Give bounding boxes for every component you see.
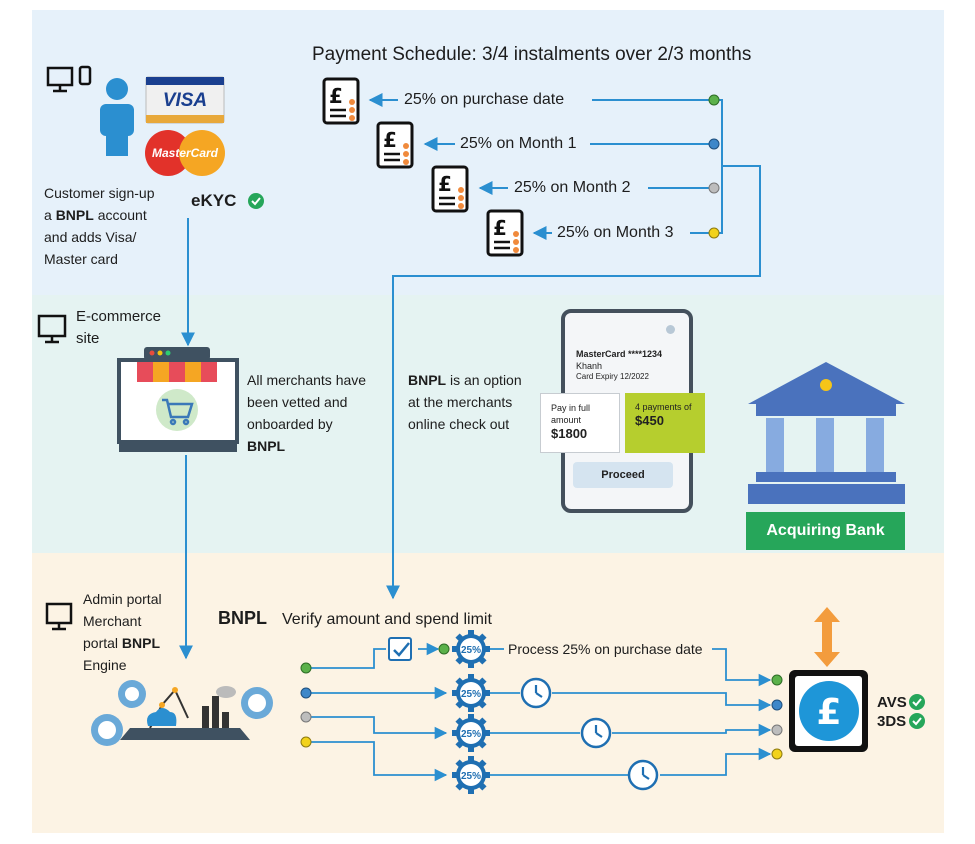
flow-dot-grey-start — [300, 711, 312, 723]
schedule-dot-blue — [708, 138, 720, 150]
flow-dot-green-end — [771, 674, 783, 686]
instalment-label: 4 payments of — [635, 402, 692, 412]
gear-badge-icon-4: 25% — [452, 756, 490, 794]
clock-icon-1 — [520, 677, 552, 709]
admin-line-4: Engine — [83, 657, 127, 673]
instalment-amount: $450 — [635, 413, 664, 428]
3ds-check-icon — [909, 713, 925, 729]
admin-bnpl: BNPL — [121, 635, 161, 651]
merchants-vetted-text: All merchants have been vetted and onboa… — [247, 369, 366, 457]
schedule-title: Payment Schedule: 3/4 instalments over 2… — [312, 44, 752, 65]
customer-caption-line-2a: a — [44, 207, 56, 223]
ecommerce-label-line-2: site — [76, 330, 100, 347]
admin-line-1: Admin portal — [83, 591, 162, 607]
pay-full-option[interactable]: Pay in full amount $1800 — [540, 393, 620, 453]
svg-text:25%: 25% — [461, 771, 481, 782]
schedule-doc-icon-3 — [431, 165, 469, 213]
pay-full-label: Pay in full amount — [551, 403, 591, 425]
schedule-dot-green — [708, 94, 720, 106]
schedule-doc-icon-1 — [322, 77, 360, 125]
vetted-line-1: All merchants have — [247, 372, 367, 388]
desktop-mobile-icon — [46, 65, 92, 93]
checkout-line-3: online check out — [408, 416, 510, 432]
pay-full-amount: $1800 — [551, 426, 588, 441]
svg-text:£: £ — [816, 692, 841, 733]
gear-badge-icon-1: 25% — [452, 630, 490, 668]
verify-check-icon — [388, 637, 412, 661]
ecommerce-label-line-1: E-commerce — [76, 308, 162, 325]
svg-text:VISA: VISA — [163, 90, 207, 111]
svg-text:25%: 25% — [461, 645, 481, 656]
admin-portal-text: Admin portal Merchant portal BNPL Engine — [83, 588, 162, 676]
card-expiry: Card Expiry 12/2022 — [576, 372, 649, 381]
ekyc-label: eKYC — [191, 191, 237, 210]
bank-building-icon — [748, 362, 905, 504]
card-holder: Khanh — [576, 361, 603, 371]
gear-badge-icon-2: 25% — [452, 674, 490, 712]
schedule-item-2: 25% on Month 1 — [460, 135, 577, 152]
orange-double-arrow-icon — [814, 607, 840, 667]
card-name: MasterCard ****1234 — [576, 349, 663, 359]
checkout-line-2: at the merchants — [408, 394, 513, 410]
clock-icon-2 — [580, 717, 612, 749]
customer-caption-line-3: and adds Visa/ — [44, 229, 137, 245]
flow-dot-yellow-end — [771, 748, 783, 760]
schedule-dot-grey — [708, 182, 720, 194]
process-text: Process 25% on purchase date — [508, 641, 703, 657]
vetted-line-4: BNPL — [247, 438, 286, 454]
admin-line-2: Merchant — [83, 613, 142, 629]
checkout-bnpl: BNPL — [408, 372, 447, 388]
acquiring-bank-label: Acquiring Bank — [746, 512, 905, 550]
flow-dot-blue-end — [771, 699, 783, 711]
3ds-label: 3DS — [877, 713, 907, 730]
schedule-dot-yellow — [708, 227, 720, 239]
clock-icon-3 — [627, 759, 659, 791]
mastercard-icon: MasterCard — [145, 130, 225, 176]
ecommerce-monitor-icon — [37, 314, 67, 344]
flow-dot-yellow-start — [300, 736, 312, 748]
vetted-line-3: onboarded by — [247, 416, 333, 432]
svg-text:25%: 25% — [461, 689, 481, 700]
admin-monitor-icon — [45, 602, 73, 631]
ecommerce-label: E-commerce site — [76, 306, 161, 350]
flow-dot-blue-start — [300, 687, 312, 699]
engine-title: BNPL — [218, 608, 267, 628]
flow-dot-green-start — [300, 662, 312, 674]
customer-person-icon — [100, 78, 134, 156]
customer-caption-line-4: Master card — [44, 251, 118, 267]
vetted-line-2: been vetted and — [247, 394, 348, 410]
payment-terminal-icon: £ — [789, 670, 868, 752]
admin-line-3a: portal — [83, 635, 122, 651]
schedule-doc-icon-2 — [376, 121, 414, 169]
flow-dot-green-mid — [438, 643, 450, 655]
phone-camera-icon — [666, 325, 675, 334]
schedule-item-4: 25% on Month 3 — [557, 224, 674, 241]
schedule-item-1: 25% on purchase date — [404, 91, 565, 108]
gear-badge-icon-3: 25% — [452, 714, 490, 752]
instalment-option[interactable]: 4 payments of $450 — [625, 393, 705, 453]
customer-caption-line-2c: account — [93, 207, 147, 223]
schedule-doc-icon-4 — [486, 209, 524, 257]
proceed-button[interactable]: Proceed — [573, 462, 673, 488]
ekyc-check-icon — [248, 193, 264, 209]
checkout-line-1: is an option — [446, 372, 522, 388]
customer-caption-line-1: Customer sign-up — [44, 185, 155, 201]
customer-caption: Customer sign-up a BNPL account and adds… — [44, 182, 155, 270]
avs-check-icon — [909, 694, 925, 710]
visa-card-icon: VISA — [145, 76, 225, 124]
bnpl-engine-illustration — [91, 680, 273, 746]
svg-text:25%: 25% — [461, 729, 481, 740]
engine-subtitle: Verify amount and spend limit — [282, 611, 492, 628]
customer-caption-bnpl: BNPL — [55, 207, 94, 223]
avs-label: AVS — [877, 694, 907, 711]
flow-dot-grey-end — [771, 724, 783, 736]
shop-storefront-icon — [117, 347, 239, 452]
checkout-option-text: BNPL is an option at the merchants onlin… — [408, 369, 522, 435]
svg-text:MasterCard: MasterCard — [152, 146, 219, 160]
schedule-item-3: 25% on Month 2 — [514, 179, 631, 196]
